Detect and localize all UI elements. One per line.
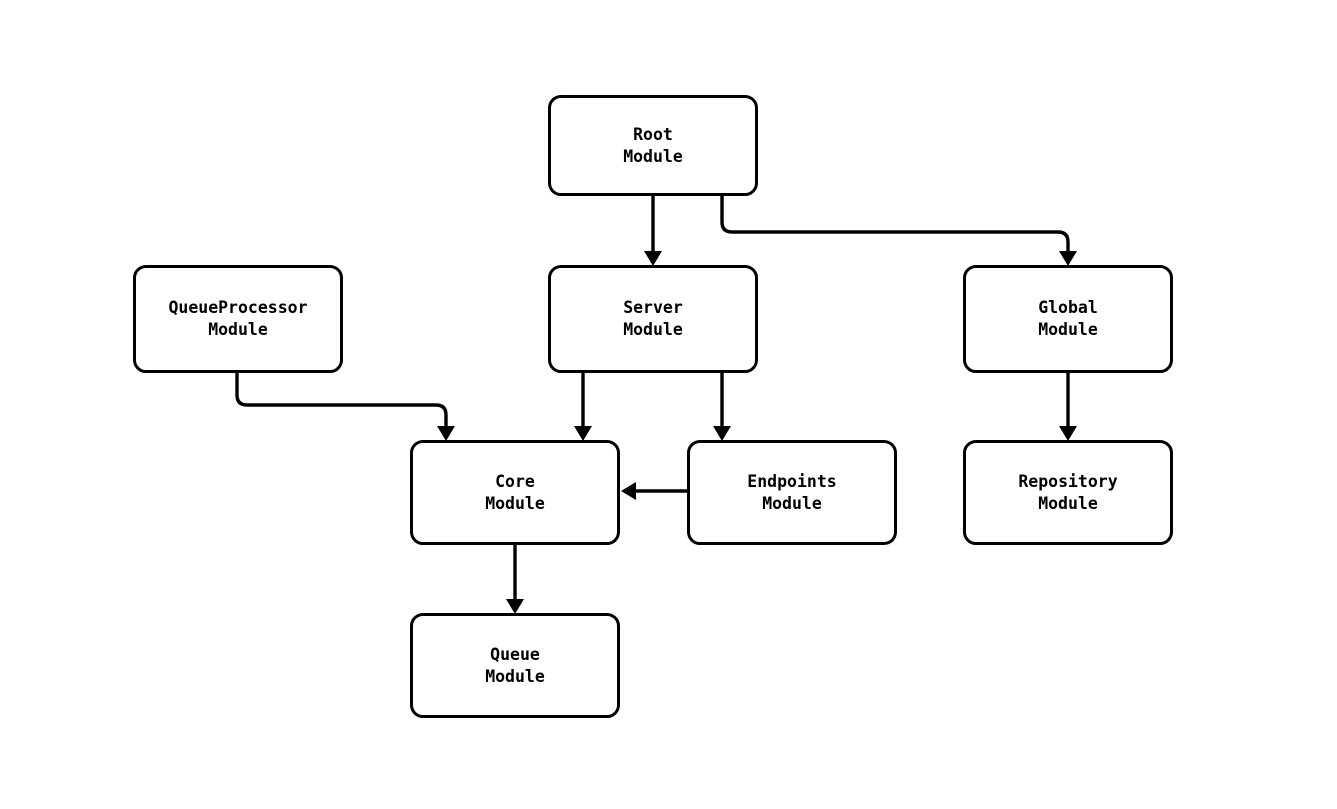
arrowhead-global-repository xyxy=(1059,426,1077,441)
node-core-module[interactable]: Core Module xyxy=(410,440,620,545)
arrowhead-root-global xyxy=(1059,251,1077,266)
arrowhead-endpoints-core xyxy=(621,482,636,500)
node-label-line1: Endpoints xyxy=(747,471,837,491)
node-label-line1: Global xyxy=(1038,298,1098,317)
node-repository-module[interactable]: Repository Module xyxy=(963,440,1173,545)
node-label-line2: Module xyxy=(1038,493,1098,513)
node-server-module[interactable]: Server Module xyxy=(548,265,758,373)
edge-queueprocessor-core xyxy=(235,373,448,427)
node-label-line1: Repository xyxy=(1018,471,1118,491)
node-root-module[interactable]: Root Module xyxy=(548,95,758,196)
node-label-line2: Module xyxy=(762,493,822,513)
arrowhead-server-core xyxy=(574,426,592,441)
node-label-line1: Core xyxy=(495,471,535,491)
node-label-line2: Module xyxy=(485,493,545,513)
node-label-line1: Server xyxy=(623,298,683,317)
node-label-line2: Module xyxy=(485,666,545,686)
node-label-line2: Module xyxy=(623,146,683,166)
arrowhead-core-queue xyxy=(506,599,524,614)
node-label-line1: QueueProcessor xyxy=(168,298,308,317)
arrowhead-queueprocessor-core xyxy=(437,426,455,441)
node-label-line2: Module xyxy=(1038,320,1098,339)
node-label-line2: Module xyxy=(623,320,683,339)
node-queue-module[interactable]: Queue Module xyxy=(410,613,620,718)
node-global-module[interactable]: Global Module xyxy=(963,265,1173,373)
arrowhead-root-server xyxy=(644,251,662,266)
arrowhead-server-endpoints xyxy=(713,426,731,441)
node-label-line1: Root xyxy=(633,124,673,144)
node-label-line2: Module xyxy=(208,320,268,339)
node-queueprocessor-module[interactable]: QueueProcessor Module xyxy=(133,265,343,373)
node-endpoints-module[interactable]: Endpoints Module xyxy=(687,440,897,545)
node-label-line1: Queue xyxy=(490,644,540,664)
edge-root-global xyxy=(720,196,1070,252)
